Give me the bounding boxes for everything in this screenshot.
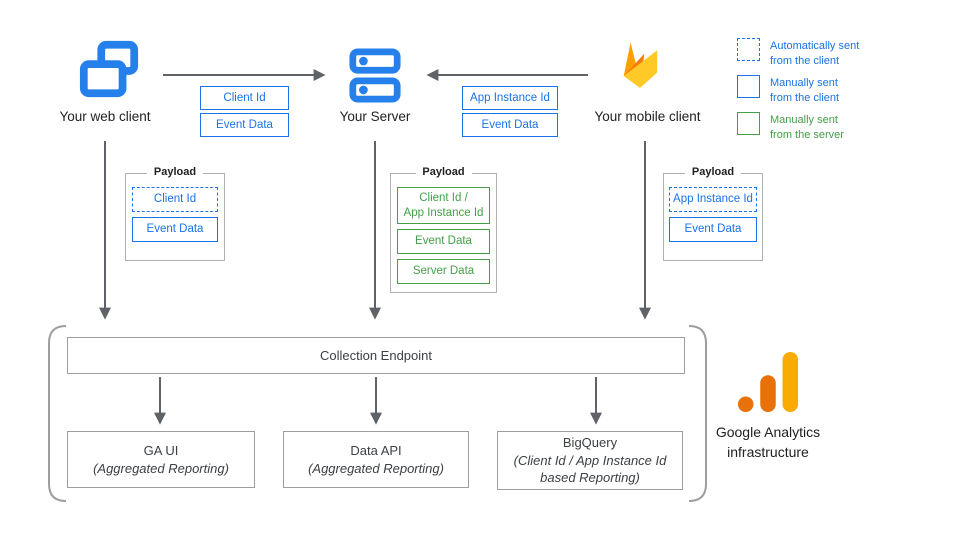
service-name: BigQuery bbox=[562, 435, 618, 451]
infrastructure-bracket-right bbox=[688, 325, 707, 502]
flow-box-event-data-mobile: Event Data bbox=[462, 113, 558, 137]
payload-title: Payload bbox=[415, 166, 472, 178]
google-analytics-infrastructure-label: Google Analytics infrastructure bbox=[715, 424, 821, 460]
web-client-icon bbox=[78, 37, 140, 101]
server-label: Your Server bbox=[339, 109, 411, 124]
service-name: GA UI bbox=[143, 442, 179, 458]
payload-item-server-data: Server Data bbox=[397, 259, 490, 284]
payload-web: Payload Client Id Event Data bbox=[125, 166, 225, 261]
payload-item-client-id: Client Id bbox=[132, 187, 218, 212]
legend-swatch-solid-green bbox=[737, 112, 760, 135]
legend-swatch-dashed-blue bbox=[737, 38, 760, 61]
legend-label: Manually sent from the client bbox=[770, 77, 840, 104]
payload-server: Payload Client Id / App Instance Id Even… bbox=[390, 166, 497, 293]
service-name: Data API bbox=[350, 442, 402, 458]
legend-item-manual-server: Manually sent from the server bbox=[737, 112, 844, 142]
payload-item-app-instance-id: App Instance Id bbox=[669, 187, 757, 212]
payload-item-event-data: Event Data bbox=[132, 217, 218, 242]
payload-item-event-data: Event Data bbox=[397, 229, 490, 254]
mobile-client-label: Your mobile client bbox=[594, 109, 701, 124]
collection-endpoint-label: Collection Endpoint bbox=[319, 347, 433, 363]
legend-label: Manually sent from the server bbox=[770, 114, 844, 141]
infrastructure-bracket-left bbox=[48, 325, 67, 502]
service-subtitle: (Aggregated Reporting) bbox=[308, 460, 444, 476]
service-subtitle: (Client Id / App Instance Id based Repor… bbox=[513, 452, 667, 486]
service-box-bigquery: BigQuery (Client Id / App Instance Id ba… bbox=[497, 431, 683, 490]
flow-box-app-instance-id: App Instance Id bbox=[462, 86, 558, 110]
google-analytics-icon bbox=[737, 348, 799, 414]
flow-box-event-data-web: Event Data bbox=[200, 113, 289, 137]
payload-mobile: Payload App Instance Id Event Data bbox=[663, 166, 763, 261]
collection-endpoint-box: Collection Endpoint bbox=[67, 337, 685, 374]
payload-title: Payload bbox=[146, 166, 204, 178]
payload-item-client-or-app-instance-id: Client Id / App Instance Id bbox=[397, 187, 490, 224]
legend-swatch-solid-blue bbox=[737, 75, 760, 98]
legend-item-auto-client: Automatically sent from the client bbox=[737, 38, 859, 68]
payload-title: Payload bbox=[684, 166, 742, 178]
payload-item-event-data: Event Data bbox=[669, 217, 757, 242]
legend-label: Automatically sent from the client bbox=[770, 40, 860, 67]
legend-item-manual-client: Manually sent from the client bbox=[737, 75, 839, 105]
service-subtitle: (Aggregated Reporting) bbox=[93, 460, 229, 476]
service-box-data-api: Data API (Aggregated Reporting) bbox=[283, 431, 469, 488]
firebase-icon bbox=[616, 33, 676, 101]
service-box-ga-ui: GA UI (Aggregated Reporting) bbox=[67, 431, 255, 488]
web-client-label: Your web client bbox=[59, 109, 151, 124]
server-icon bbox=[348, 47, 402, 105]
flow-box-client-id: Client Id bbox=[200, 86, 289, 110]
